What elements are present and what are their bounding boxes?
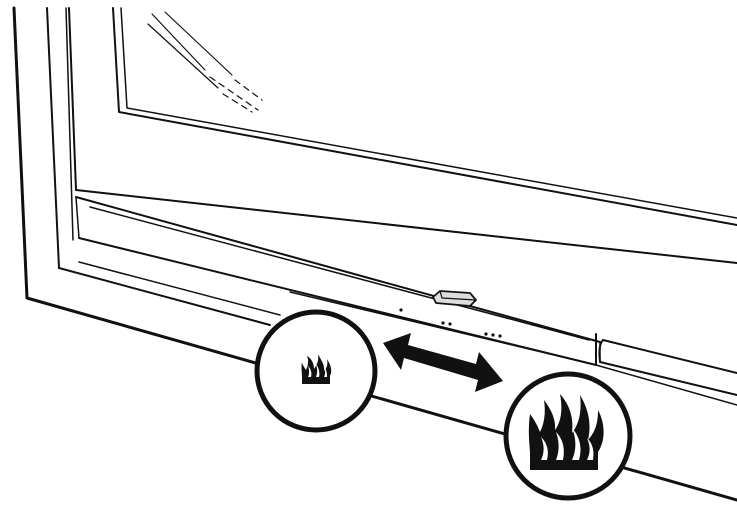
indicator-dot-2b [448, 322, 451, 325]
indicator-dot-3b [491, 333, 494, 336]
indicator-dot-3c [498, 334, 501, 337]
control-panel-bar [76, 197, 737, 405]
high-flame-callout [506, 374, 630, 498]
double-headed-arrow-icon [383, 333, 503, 392]
indicator-dot-3a [484, 332, 487, 335]
fireplace-inner-frame [66, 8, 737, 263]
indicator-dot-1 [399, 308, 402, 311]
slider-lever-icon[interactable] [433, 291, 476, 306]
glass-panel [113, 8, 737, 225]
glass-reflection [148, 12, 262, 112]
indicator-dot-2a [441, 321, 444, 324]
low-flame-callout [257, 312, 375, 430]
